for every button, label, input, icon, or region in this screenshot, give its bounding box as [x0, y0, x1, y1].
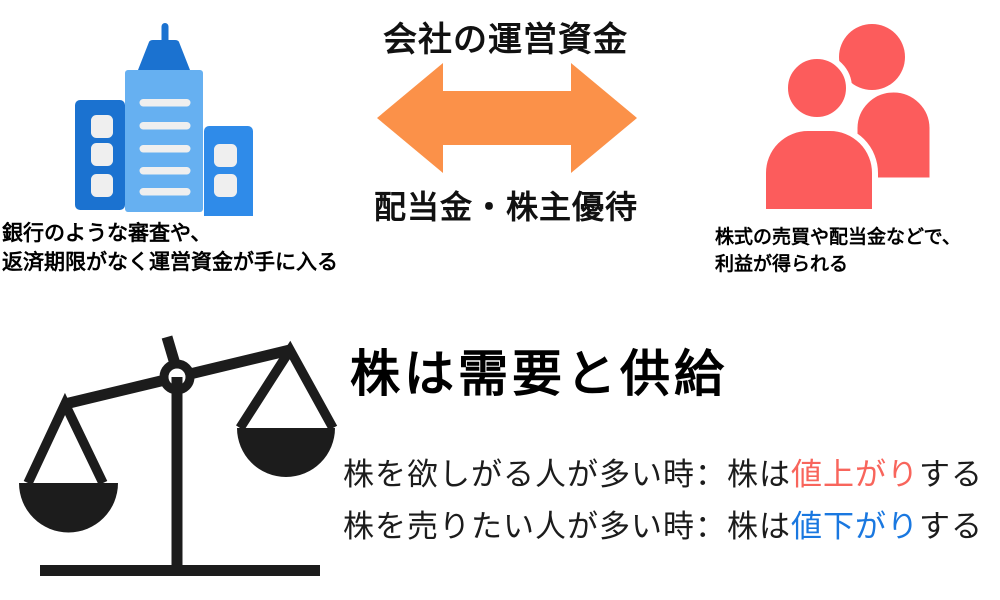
scale-right-pan: [237, 428, 335, 477]
rule-price-up-suffix: する: [919, 457, 983, 493]
scale-right-hanger: [236, 340, 338, 431]
scale-peg: [161, 335, 181, 366]
supply-demand-title: 株は需要と供給: [350, 345, 728, 403]
building-window: [91, 115, 113, 138]
company-caption: 銀行のような審査や、 返済期限がなく運営資金が手に入る: [2, 219, 338, 277]
building-window: [214, 144, 237, 167]
company-caption-line1: 銀行のような審査や、: [2, 221, 212, 245]
building-right-wing: [204, 126, 253, 216]
company-caption-line2: 返済期限がなく運営資金が手に入る: [2, 249, 338, 274]
scale-pole: [171, 377, 183, 565]
building-window-bar: [139, 167, 191, 175]
exchange-top-label: 会社の運営資金: [383, 20, 628, 60]
building-window-bar: [139, 188, 191, 196]
balance-scale-icon: [19, 335, 338, 576]
investors-caption-line2: 利益が得られる: [715, 252, 849, 275]
rule-price-up-prefix: 株を欲しがる人が多い時：株は: [343, 457, 791, 493]
rule-price-down-suffix: する: [919, 509, 983, 545]
rule-price-down: 株を売りたい人が多い時：株は値下がりする: [343, 501, 983, 546]
scale-base: [40, 565, 320, 576]
building-window: [214, 174, 237, 197]
front-person-head: [782, 53, 852, 123]
back-person-head: [839, 24, 905, 90]
office-building-icon: [75, 23, 253, 216]
front-person-body: [760, 125, 878, 214]
investors-caption-line1: 株式の売買や配当金などで、: [715, 226, 961, 248]
building-window: [91, 143, 113, 166]
people-icon: [760, 24, 933, 214]
building-roof: [138, 40, 190, 70]
scale-left-pan: [19, 483, 118, 533]
scale-left-hanger: [23, 392, 108, 486]
rule-price-down-highlight: 値下がり: [791, 509, 919, 545]
investors-caption: 株式の売買や配当金などで、 利益が得られる: [715, 224, 961, 278]
exchange-bottom-label: 配当金・株主優待: [374, 188, 639, 226]
building-window-bar: [139, 122, 191, 130]
building-window-bar: [139, 145, 191, 153]
double-headed-arrow-icon: [377, 63, 637, 173]
rule-price-down-prefix: 株を売りたい人が多い時：株は: [343, 509, 791, 545]
rule-price-up: 株を欲しがる人が多い時：株は値上がりする: [343, 449, 983, 494]
double-arrow-shape: [377, 63, 637, 173]
rule-price-up-highlight: 値上がり: [791, 457, 919, 493]
building-window-bar: [139, 99, 191, 107]
building-window: [91, 174, 113, 197]
